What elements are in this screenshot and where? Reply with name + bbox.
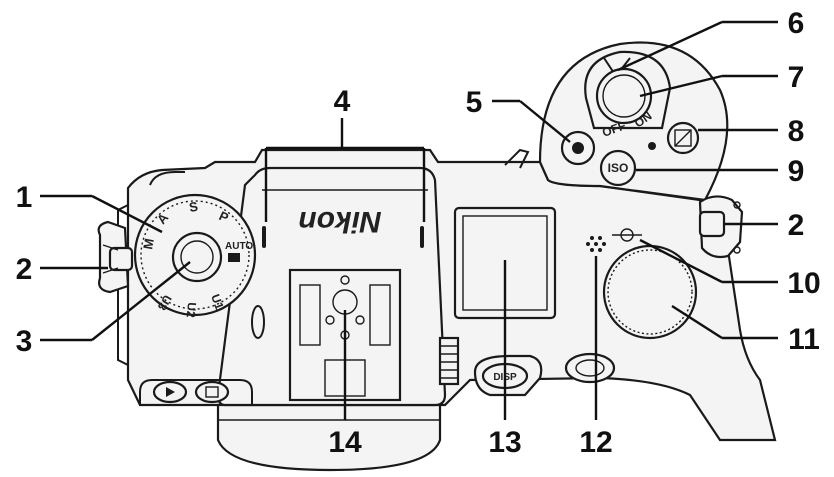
right-microphone-slot	[420, 226, 424, 248]
callout-1: 1	[16, 181, 33, 214]
leader-11b	[671, 304, 723, 340]
mode-label-auto: AUTO	[225, 241, 253, 252]
mode-dial-lock-release[interactable]	[171, 231, 223, 283]
callout-14: 14	[328, 426, 362, 459]
play-button[interactable]	[152, 380, 188, 404]
indicator-lamp	[648, 142, 656, 150]
focal-plane-mark-icon	[612, 228, 642, 242]
brand-logo: Nikon	[298, 205, 381, 238]
shutter-button[interactable]	[595, 67, 653, 125]
disp-switch[interactable]: DISP	[473, 354, 543, 397]
iso-button-label: ISO	[608, 161, 629, 175]
side-button[interactable]	[251, 305, 265, 339]
right-strap-eyelet	[698, 195, 744, 259]
delete-button[interactable]	[194, 380, 230, 404]
mode-label-u1: U1	[208, 292, 227, 312]
callout-13: 13	[488, 426, 521, 459]
mode-dial[interactable]: M A S P AUTO U1 U2 U3	[133, 193, 257, 319]
record-dot-icon	[572, 142, 584, 154]
left-microphone-slot	[262, 226, 266, 248]
left-strap-eyelet	[97, 220, 134, 294]
leader-5b	[519, 100, 571, 143]
leader-lines	[40, 20, 778, 420]
callout-11: 11	[788, 323, 820, 356]
leader-7b	[639, 74, 723, 98]
bottom-left-buttons	[139, 379, 253, 406]
callout-5: 5	[466, 86, 483, 119]
rear-knurled-dial[interactable]	[438, 336, 460, 386]
callout-6: 6	[788, 7, 805, 40]
callout-7: 7	[788, 61, 805, 94]
mode-label-s: S	[188, 199, 199, 215]
leader-1b	[91, 194, 163, 234]
mode-label-u3: U3	[155, 293, 175, 314]
main-command-dial[interactable]	[602, 244, 698, 340]
callout-2-left: 2	[16, 253, 33, 286]
iso-button[interactable]: ISO	[599, 149, 637, 187]
callout-10: 10	[787, 267, 820, 300]
trash-icon	[205, 386, 219, 398]
callout-2-right: 2	[788, 209, 805, 242]
callout-8: 8	[788, 115, 805, 148]
video-record-button[interactable]	[560, 130, 596, 166]
leader-3b	[91, 261, 191, 341]
lower-right-button[interactable]	[564, 352, 616, 384]
exposure-compensation-icon	[674, 129, 692, 147]
leader-6b	[617, 20, 723, 72]
mode-label-u2: U2	[184, 302, 199, 319]
callout-labels: 1 2 3 4 5 6 7 8 9 2 10 11 12 13 14	[16, 7, 821, 459]
speaker-grille	[586, 236, 606, 252]
callout-9: 9	[788, 155, 805, 188]
mode-label-m: M	[140, 237, 157, 250]
callout-12: 12	[579, 426, 612, 459]
play-icon	[166, 387, 175, 397]
callout-4: 4	[334, 85, 351, 118]
callout-3: 3	[16, 325, 33, 358]
exposure-compensation-button[interactable]	[666, 121, 700, 155]
auto-camera-icon	[228, 253, 240, 262]
leader-10b	[639, 238, 723, 284]
